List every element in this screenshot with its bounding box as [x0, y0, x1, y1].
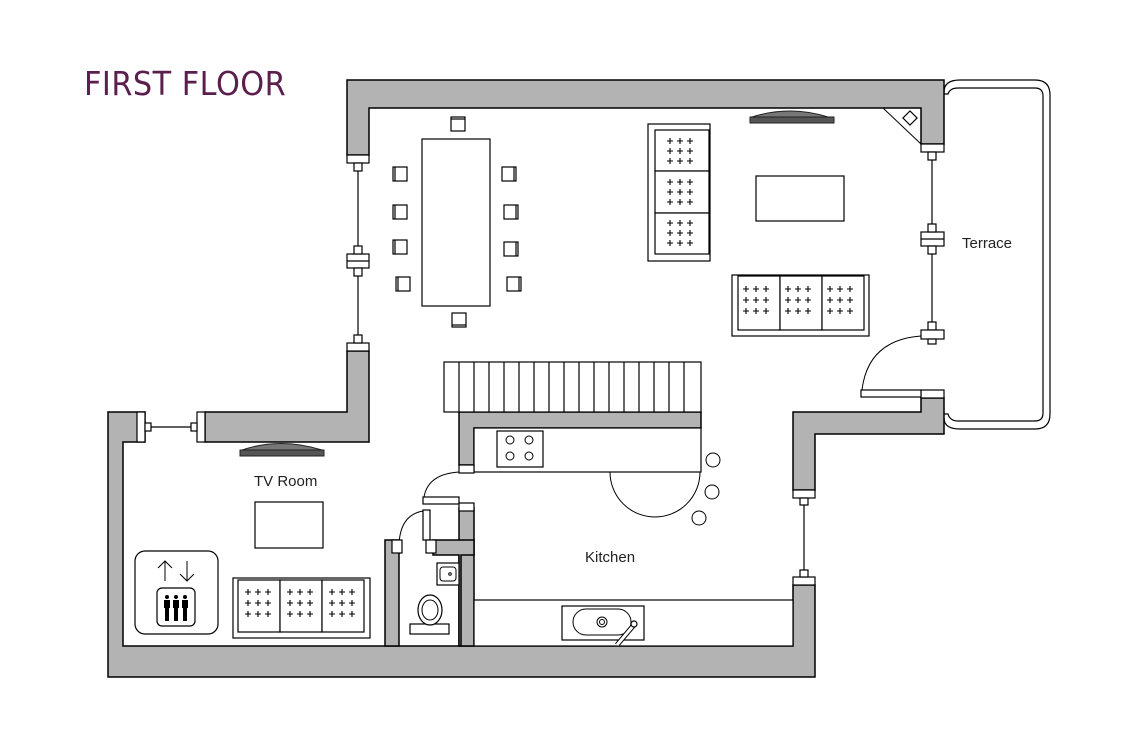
terrace-door[interactable] [860, 335, 922, 398]
stairs-icon [443, 361, 702, 413]
sofa-icon [647, 123, 711, 262]
room-label-tv-room: TV Room [254, 473, 317, 490]
sofa-icon [232, 577, 371, 639]
wc-area [409, 562, 460, 635]
windows [144, 151, 945, 578]
tv-room: TV Room [134, 443, 371, 639]
chair-icon [503, 241, 519, 257]
sink-icon [436, 562, 460, 586]
toilet-icon [409, 594, 450, 635]
chair-icon [451, 312, 467, 328]
dining-area [392, 116, 522, 328]
chair-icon [501, 166, 517, 182]
wc-north-wall [432, 539, 475, 647]
tv-icon [239, 443, 325, 457]
wall-caps [136, 143, 945, 586]
kitchen-door[interactable] [422, 464, 475, 512]
fireplace-icon [882, 107, 922, 145]
counter-arc [609, 471, 701, 518]
chair-icon [395, 276, 411, 292]
wc-door[interactable] [391, 509, 437, 554]
sink-icon [561, 605, 645, 647]
dining-chairs [392, 116, 522, 328]
chair-icon [450, 116, 466, 132]
chair-icon [503, 204, 519, 220]
chair-icon [506, 276, 522, 292]
elevator-icon[interactable] [134, 550, 219, 635]
chair-icon [392, 204, 408, 220]
coffee-table [755, 175, 845, 222]
wc-west-wall [384, 539, 400, 647]
chair-icon [392, 239, 408, 255]
chair-icon [392, 166, 408, 182]
bar-stools [691, 452, 721, 526]
tv-icon [749, 110, 835, 124]
west-inner-wall [204, 350, 370, 443]
living-area [647, 110, 870, 337]
east-step-wall [792, 397, 945, 491]
cooktop-icon [496, 430, 544, 468]
sofa-icon [731, 274, 870, 337]
floor-title: FIRST FLOOR [84, 64, 287, 103]
kitchen-area: Kitchen [473, 427, 794, 647]
room-label-kitchen: Kitchen [585, 549, 635, 566]
room-label-terrace: Terrace [962, 235, 1012, 252]
coffee-table [254, 501, 324, 549]
dining-table [421, 138, 491, 307]
terrace: Terrace [943, 79, 1051, 430]
